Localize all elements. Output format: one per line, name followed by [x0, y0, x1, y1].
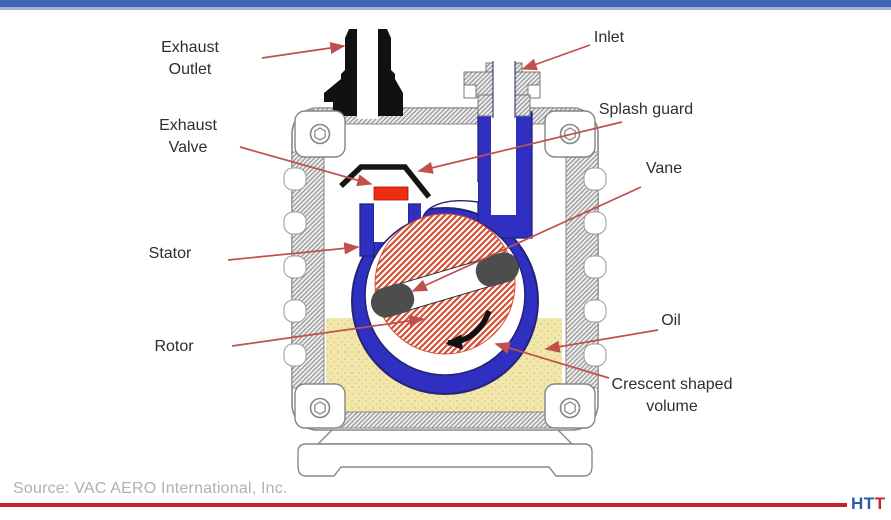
arrow-splash-guard — [417, 121, 623, 174]
htt-logo-ht: HT — [851, 494, 875, 513]
label-rotor: Rotor — [154, 338, 194, 355]
arrow-exhaust-outlet — [261, 41, 346, 59]
label-stator: Stator — [149, 245, 192, 262]
base-slab — [297, 443, 593, 477]
label-exhaust-outlet-line2: Outlet — [169, 61, 212, 78]
arrow-crescent — [494, 342, 610, 379]
bolt-bottom-right — [544, 383, 596, 429]
bolt-top-left — [294, 110, 346, 158]
inlet-channel — [493, 61, 515, 118]
inlet-flange-notch-right — [527, 84, 541, 99]
arrow-vane — [411, 186, 642, 292]
rotation-arrow — [445, 309, 492, 350]
bolt-bottom-left — [294, 383, 346, 429]
inlet-fitting — [463, 61, 541, 118]
vane — [371, 252, 519, 318]
label-exhaust-valve-line2: Valve — [169, 139, 208, 156]
exhaust-valve — [373, 186, 409, 201]
inlet-passage — [491, 112, 516, 215]
exhaust-channel-left-wall — [359, 203, 375, 257]
label-inlet: Inlet — [594, 29, 625, 46]
splash-guard — [339, 164, 432, 199]
label-vane: Vane — [646, 160, 682, 177]
arrow-exhaust-valve — [239, 146, 373, 187]
label-splash-guard: Splash guard — [599, 101, 693, 118]
label-exhaust-valve-line1: Exhaust — [159, 117, 217, 134]
exhaust-outlet-fitting — [324, 27, 403, 119]
top-accent-subline — [0, 7, 891, 10]
vane-left-cap — [371, 283, 415, 318]
label-crescent-line2: volume — [646, 398, 698, 415]
inlet-flange-notch-left — [463, 84, 477, 99]
label-exhaust-outlet-line1: Exhaust — [161, 39, 219, 56]
top-accent-bar — [0, 0, 891, 7]
label-crescent-line1: Crescent shaped — [612, 376, 733, 393]
casing-bottom-wall — [329, 411, 561, 429]
htt-logo-t: T — [874, 494, 886, 513]
channel-gap — [421, 182, 478, 228]
labels: Exhaust Outlet Exhaust Valve Stator Roto… — [149, 29, 733, 415]
arrow-inlet — [521, 44, 591, 71]
pump-base-pedestal — [297, 427, 593, 477]
arrow-oil — [544, 329, 659, 353]
vane-right-cap — [475, 252, 519, 287]
footer-accent-line — [0, 503, 847, 507]
exhaust-fitting-channel — [357, 27, 378, 119]
leader-arrows — [227, 41, 659, 379]
htt-logo: HTT — [851, 494, 886, 514]
right-cooling-fins — [583, 167, 607, 367]
arrow-rotor — [231, 314, 425, 347]
source-attribution: Source: VAC AERO International, Inc. — [13, 480, 288, 497]
inlet-channel-edges — [492, 61, 516, 118]
label-oil: Oil — [661, 312, 681, 329]
left-cooling-fins — [283, 167, 307, 367]
arrow-stator — [227, 242, 360, 261]
